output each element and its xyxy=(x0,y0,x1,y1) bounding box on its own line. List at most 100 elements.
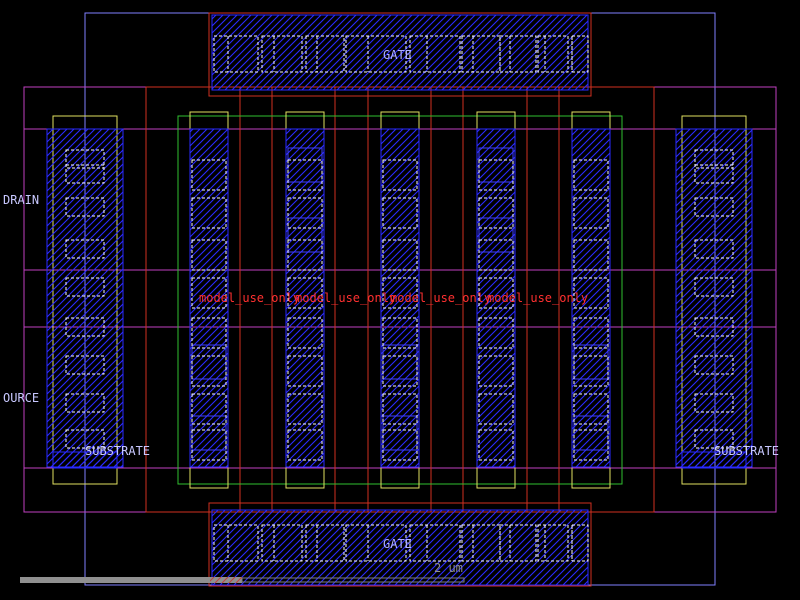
gate-bar-bottom[interactable] xyxy=(208,502,592,587)
contact xyxy=(694,197,734,217)
finger-metal xyxy=(189,128,229,468)
contact xyxy=(694,164,734,184)
source-drain-fingers xyxy=(189,111,611,489)
tap-metal xyxy=(675,128,753,468)
scale-bar: 2 um xyxy=(20,561,465,583)
contact xyxy=(65,277,105,297)
gate-contact xyxy=(261,35,303,73)
gate-contact xyxy=(213,524,259,562)
contact xyxy=(573,239,609,271)
via-square xyxy=(287,217,323,253)
finger-metal xyxy=(380,128,420,468)
contact xyxy=(287,159,323,191)
contact xyxy=(191,429,227,461)
contact xyxy=(191,197,227,229)
finger-metal xyxy=(285,128,325,468)
diffusion-region xyxy=(177,115,623,485)
contact xyxy=(287,277,323,309)
substrate-tap-left[interactable] xyxy=(46,115,124,485)
contact xyxy=(478,429,514,461)
contact xyxy=(65,239,105,259)
contact xyxy=(191,239,227,271)
contact xyxy=(694,393,734,413)
contact xyxy=(382,393,418,425)
contact xyxy=(382,355,418,387)
contact xyxy=(694,277,734,297)
contact xyxy=(573,277,609,309)
contact xyxy=(573,393,609,425)
gate-contact xyxy=(409,35,461,73)
gate-contact xyxy=(305,524,345,562)
gate-contact xyxy=(345,35,407,73)
contact xyxy=(65,164,105,184)
contact xyxy=(382,239,418,271)
contact xyxy=(573,159,609,191)
contact xyxy=(65,317,105,337)
contact xyxy=(478,355,514,387)
contact xyxy=(573,197,609,229)
contact xyxy=(573,317,609,349)
contact xyxy=(694,239,734,259)
contact xyxy=(382,277,418,309)
contact xyxy=(191,277,227,309)
contact xyxy=(191,159,227,191)
gate-contact xyxy=(345,524,407,562)
contact xyxy=(478,277,514,309)
contact xyxy=(382,159,418,191)
contact xyxy=(478,197,514,229)
contact xyxy=(287,355,323,387)
substrate-label-right: SUBSTRATE xyxy=(714,444,779,458)
gate-contact xyxy=(537,524,569,562)
gate-contact xyxy=(305,35,345,73)
contact xyxy=(478,393,514,425)
contact xyxy=(382,317,418,349)
gate-label-bottom: GATE xyxy=(383,537,412,551)
contact xyxy=(191,355,227,387)
model-label-1: model_use_only xyxy=(199,291,300,305)
substrate-label-left: SUBSTRATE xyxy=(85,444,150,458)
contact xyxy=(65,149,105,169)
contact xyxy=(65,393,105,413)
contact xyxy=(382,197,418,229)
gate-contact xyxy=(499,524,537,562)
drain-label: DRAIN xyxy=(3,193,39,207)
contact xyxy=(478,239,514,271)
model-label-2: model_use_only xyxy=(295,291,396,305)
contact xyxy=(287,429,323,461)
tap-metal-foot xyxy=(681,451,747,469)
model-label-3: model_use_only xyxy=(390,291,491,305)
gate-contact xyxy=(499,35,537,73)
via-square xyxy=(478,217,514,253)
contact xyxy=(694,429,734,449)
contact xyxy=(573,429,609,461)
contact xyxy=(382,429,418,461)
gate-bar-top[interactable] xyxy=(208,12,592,97)
finger-metal xyxy=(476,128,516,468)
contact xyxy=(287,197,323,229)
contact xyxy=(191,393,227,425)
gate-contact xyxy=(409,524,461,562)
contact xyxy=(65,355,105,375)
contact xyxy=(191,317,227,349)
gate-label-top: GATE xyxy=(383,48,412,62)
contact xyxy=(694,317,734,337)
poly-fingers xyxy=(239,87,560,512)
substrate-tap-right[interactable] xyxy=(675,115,753,485)
contact xyxy=(478,159,514,191)
contact xyxy=(65,429,105,449)
source-label: OURCE xyxy=(3,391,39,405)
contact xyxy=(478,317,514,349)
contact xyxy=(287,317,323,349)
finger-metal xyxy=(571,128,611,468)
tap-metal xyxy=(46,128,124,468)
contact xyxy=(287,239,323,271)
gate-contact xyxy=(213,35,259,73)
contact xyxy=(573,355,609,387)
tap-metal-foot xyxy=(52,451,118,469)
scale-label: 2 um xyxy=(434,561,463,575)
model-label-4: model_use_only xyxy=(487,291,588,305)
contact xyxy=(65,197,105,217)
gate-contact xyxy=(537,35,569,73)
contact xyxy=(694,149,734,169)
